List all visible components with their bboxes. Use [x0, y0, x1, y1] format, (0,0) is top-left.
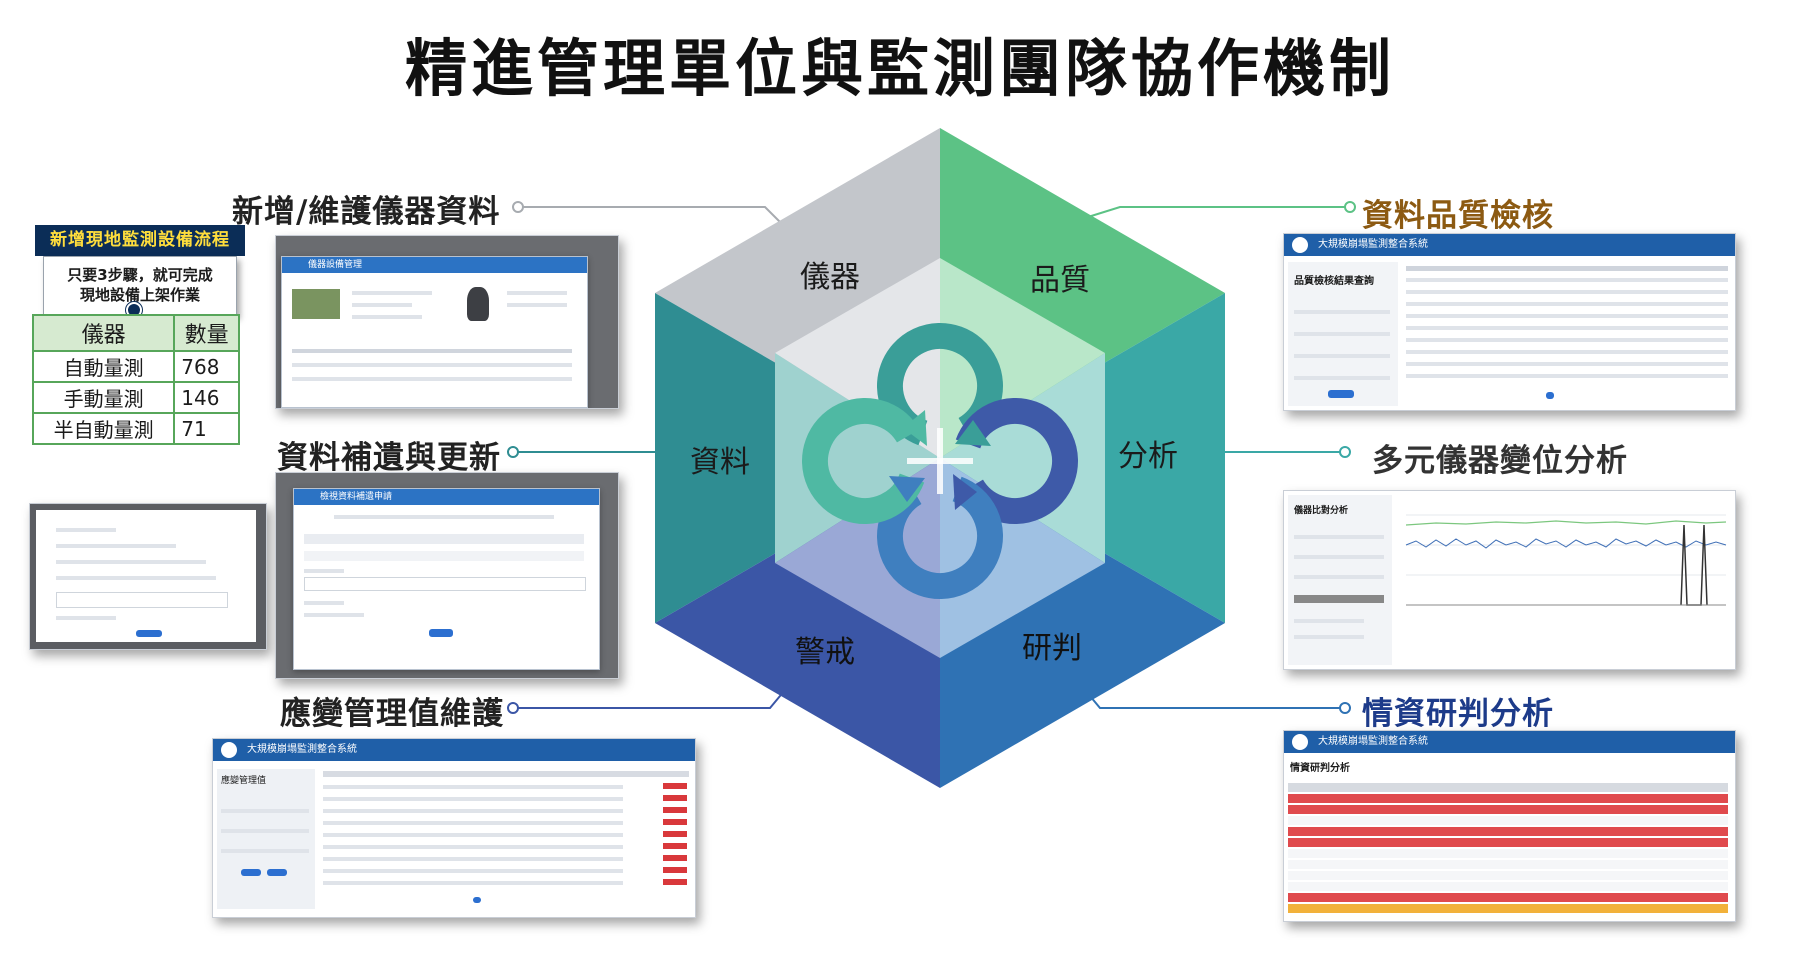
- screenshot-data-fill: 檢視資料補遺申請: [275, 472, 619, 679]
- app-name: 大規模崩塌監測整合系統: [1318, 736, 1428, 747]
- table-row: 自動量測 768: [31, 350, 240, 383]
- arrowhead-left: [903, 410, 927, 446]
- flow-box-line-1: 只要3步驟，就可完成: [67, 266, 213, 284]
- table-row: 手動量測 146: [31, 381, 240, 414]
- label-threshold-maintenance: 應變管理值維護: [280, 696, 504, 732]
- threshold-page-title: 應變管理值: [221, 776, 267, 786]
- hex-inner-left: [775, 353, 940, 563]
- connector-dot-right-bot: [1339, 702, 1351, 714]
- app-logo-icon: [221, 742, 237, 758]
- connector-dot-right-mid: [1339, 446, 1351, 458]
- face-label-data: 資料: [690, 445, 750, 480]
- device-modal: 儀器設備管理: [281, 256, 588, 408]
- screenshot-threshold: 大規模崩塌監測整合系統 應變管理值: [212, 738, 696, 918]
- app-logo-icon: [1292, 237, 1308, 253]
- connector-left-top: [518, 206, 781, 223]
- face-label-quality: 品質: [1030, 263, 1090, 298]
- arrowhead-top: [955, 420, 991, 446]
- flow-box-line-2: 現地設備上架作業: [79, 286, 200, 304]
- device-table-header-name: 儀器: [31, 314, 176, 352]
- device-count: 146: [173, 381, 240, 414]
- flow-box: 新增現地監測設備流程 只要3步驟，就可完成 現地設備上架作業: [35, 225, 245, 316]
- screenshot-fill-small: [29, 503, 267, 650]
- app-name: 大規模崩塌監測整合系統: [247, 744, 357, 755]
- compare-page-title: 儀器比對分析: [1294, 506, 1349, 516]
- threshold-table: [323, 769, 689, 909]
- device-modal-title: 儀器設備管理: [282, 257, 587, 273]
- screenshot-quality-check: 大規模崩塌監測整合系統 品質檢核結果查詢: [1283, 233, 1736, 411]
- page-title: 精進管理單位與監測團隊協作機制: [404, 32, 1395, 105]
- label-quality-check: 資料品質檢核: [1362, 198, 1554, 234]
- face-label-assessment: 研判: [1022, 631, 1082, 666]
- connector-dot-left-top: [512, 201, 524, 213]
- quality-page-title: 品質檢核結果查詢: [1294, 276, 1374, 287]
- fill-modal-title: 檢視資料補遺申請: [294, 489, 599, 505]
- camera-icon: [467, 287, 489, 321]
- label-intel-analysis: 情資研判分析: [1362, 696, 1554, 732]
- hex-inner-right: [940, 353, 1105, 563]
- delete-buttons[interactable]: [663, 783, 687, 891]
- table-row: 半自動量測 71: [31, 412, 240, 445]
- app-bar: 大規模崩塌監測整合系統: [1284, 731, 1735, 753]
- device-type: 手動量測: [31, 381, 176, 414]
- label-multi-instrument-analysis: 多元儀器變位分析: [1372, 443, 1628, 479]
- displacement-line-chart: [1405, 514, 1727, 606]
- compare-filter-panel: 儀器比對分析: [1288, 495, 1392, 665]
- device-table-header-count: 數量: [173, 314, 240, 352]
- label-instrument-maintenance: 新增/維護儀器資料: [232, 194, 501, 230]
- device-table-header: 儀器 數量: [31, 314, 240, 352]
- label-data-fill: 資料補遺與更新: [277, 440, 501, 476]
- screenshot-multi-instrument: 儀器比對分析: [1283, 490, 1736, 670]
- filter-panel: 應變管理值: [217, 769, 315, 909]
- connector-dot-left-bot: [507, 702, 519, 714]
- face-label-alert: 警戒: [795, 635, 855, 670]
- connector-left-bot: [513, 689, 786, 709]
- arrowhead-right: [953, 474, 977, 510]
- screenshot-intel-analysis: 大規模崩塌監測整合系統 情資研判分析: [1283, 730, 1736, 922]
- site-photo: [292, 289, 340, 319]
- flow-box-title: 新增現地監測設備流程: [35, 225, 245, 256]
- app-bar: 大規模崩塌監測整合系統: [213, 739, 695, 761]
- hexagon-diagram: [655, 128, 1225, 788]
- face-label-instrument: 儀器: [800, 260, 860, 295]
- device-type: 半自動量測: [31, 412, 176, 445]
- connector-dot-right-top: [1344, 201, 1356, 213]
- connector-dot-left-mid: [507, 446, 519, 458]
- quality-filter-panel: 品質檢核結果查詢: [1288, 262, 1398, 406]
- connector-right-top: [1087, 206, 1350, 218]
- intel-table: [1288, 783, 1728, 917]
- app-name: 大規模崩塌監測整合系統: [1318, 239, 1428, 250]
- flow-box-description: 只要3步驟，就可完成 現地設備上架作業: [43, 256, 237, 316]
- device-count: 71: [173, 412, 240, 445]
- device-count-table: 儀器 數量 自動量測 768 手動量測 146 半自動量測 71: [31, 314, 240, 445]
- submit-button[interactable]: [429, 629, 453, 637]
- quality-table: [1406, 264, 1728, 404]
- app-logo-icon: [1292, 734, 1308, 750]
- device-count: 768: [173, 350, 240, 383]
- screenshot-device-management: 儀器設備管理: [275, 235, 619, 409]
- arrowhead-bottom: [889, 476, 925, 502]
- app-bar: 大規模崩塌監測整合系統: [1284, 234, 1735, 256]
- fill-modal: 檢視資料補遺申請: [293, 488, 600, 670]
- intel-page-title: 情資研判分析: [1290, 763, 1350, 774]
- device-type: 自動量測: [31, 350, 176, 383]
- face-label-analysis: 分析: [1118, 439, 1178, 474]
